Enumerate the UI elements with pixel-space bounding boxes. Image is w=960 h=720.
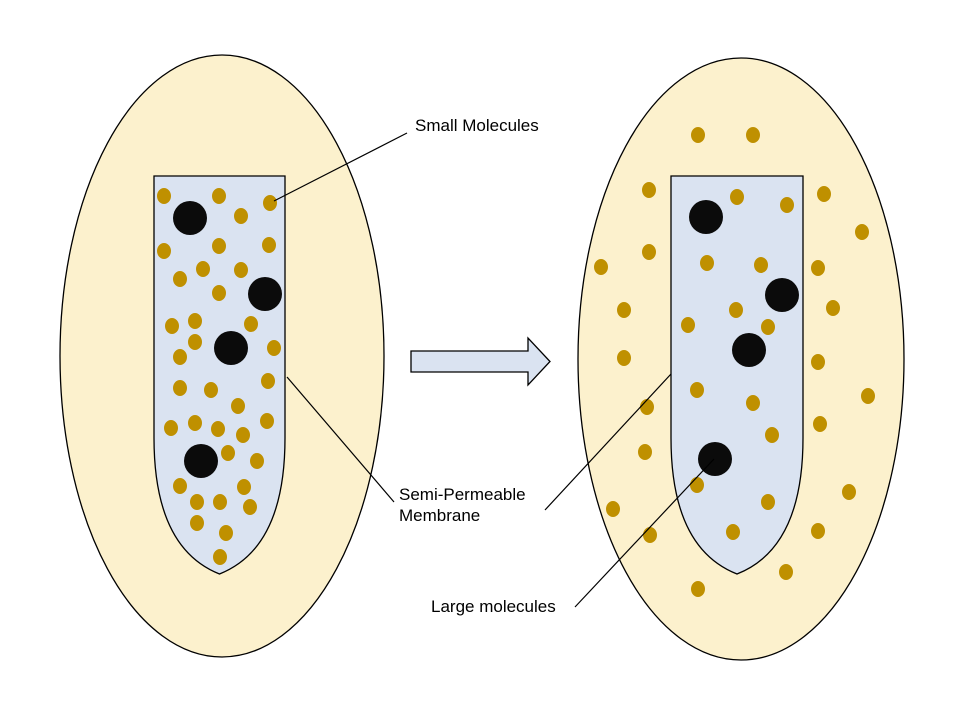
small-molecule [188,334,202,350]
small-molecule [811,260,825,276]
small-molecule [243,499,257,515]
small-molecule [691,127,705,143]
small-molecule [204,382,218,398]
small-molecule [196,261,210,277]
small-molecule [594,259,608,275]
small-molecule [213,494,227,510]
small-molecule [267,340,281,356]
large-molecules-leader-line [574,458,715,608]
left-beaker-group [59,54,385,658]
small-molecule [236,427,250,443]
small-molecule [261,373,275,389]
large-molecules-label: Large molecules [431,597,556,616]
small-molecule [761,319,775,335]
small-molecule [746,127,760,143]
small-molecule [165,318,179,334]
small-molecule [855,224,869,240]
small-molecule [219,525,233,541]
small-molecule [212,285,226,301]
small-molecule [690,382,704,398]
small-molecule [700,255,714,271]
small-molecule [173,380,187,396]
small-molecule [221,445,235,461]
small-molecule [260,413,274,429]
small-molecules-label: Small Molecules [415,116,539,135]
small-molecule [811,354,825,370]
large-molecule [173,201,207,235]
small-molecule [262,237,276,253]
small-molecule [231,398,245,414]
right-semi-permeable-membrane-tube [670,175,804,575]
large-molecule [248,277,282,311]
small-molecule [157,188,171,204]
small-molecule [817,186,831,202]
large-molecule [732,333,766,367]
small-molecule [746,395,760,411]
small-molecule [263,195,277,211]
small-molecule [234,208,248,224]
small-molecule [643,527,657,543]
small-molecule [729,302,743,318]
small-molecule [250,453,264,469]
small-molecule [606,501,620,517]
small-molecule [730,189,744,205]
semi-permeable-membrane-label-line1: Semi-Permeable [399,485,526,504]
large-molecule [184,444,218,478]
small-molecule [681,317,695,333]
small-molecule [861,388,875,404]
small-molecule [188,313,202,329]
large-molecule [689,200,723,234]
right-arrow-icon [410,336,551,387]
small-molecule [813,416,827,432]
small-molecule [190,515,204,531]
small-molecule [190,494,204,510]
left-large-molecules-group [173,201,282,478]
small-molecule [779,564,793,580]
left-small-molecules-group [157,188,281,565]
small-molecule [640,399,654,415]
small-molecule [842,484,856,500]
small-molecule [157,243,171,259]
small-molecule [173,349,187,365]
small-molecule [765,427,779,443]
small-molecule [173,271,187,287]
small-molecule [726,524,740,540]
right-large-molecules-group [689,200,799,476]
small-molecule [213,549,227,565]
right-beaker-group [577,57,905,661]
small-molecule [811,523,825,539]
small-molecule [173,478,187,494]
small-molecule [188,415,202,431]
semi-permeable-leader-line-left [286,376,395,503]
small-molecule [826,300,840,316]
small-molecule [234,262,248,278]
semi-permeable-membrane-label-line2: Membrane [399,506,480,525]
small-molecule [780,197,794,213]
small-molecule [617,302,631,318]
small-molecule [690,477,704,493]
small-molecule [691,581,705,597]
semi-permeable-leader-line-right [544,373,672,511]
large-molecule [214,331,248,365]
small-molecule [164,420,178,436]
small-molecule [244,316,258,332]
small-molecule [212,188,226,204]
small-molecule [642,182,656,198]
small-molecule [638,444,652,460]
large-molecule [765,278,799,312]
small-molecule [642,244,656,260]
left-semi-permeable-membrane-tube [153,175,286,575]
small-molecule [211,421,225,437]
small-molecule [237,479,251,495]
small-molecule [212,238,226,254]
small-molecule [617,350,631,366]
small-molecules-leader-line [273,132,408,202]
small-molecule [761,494,775,510]
small-molecule [754,257,768,273]
right-outside-small-molecules-group [594,127,875,597]
